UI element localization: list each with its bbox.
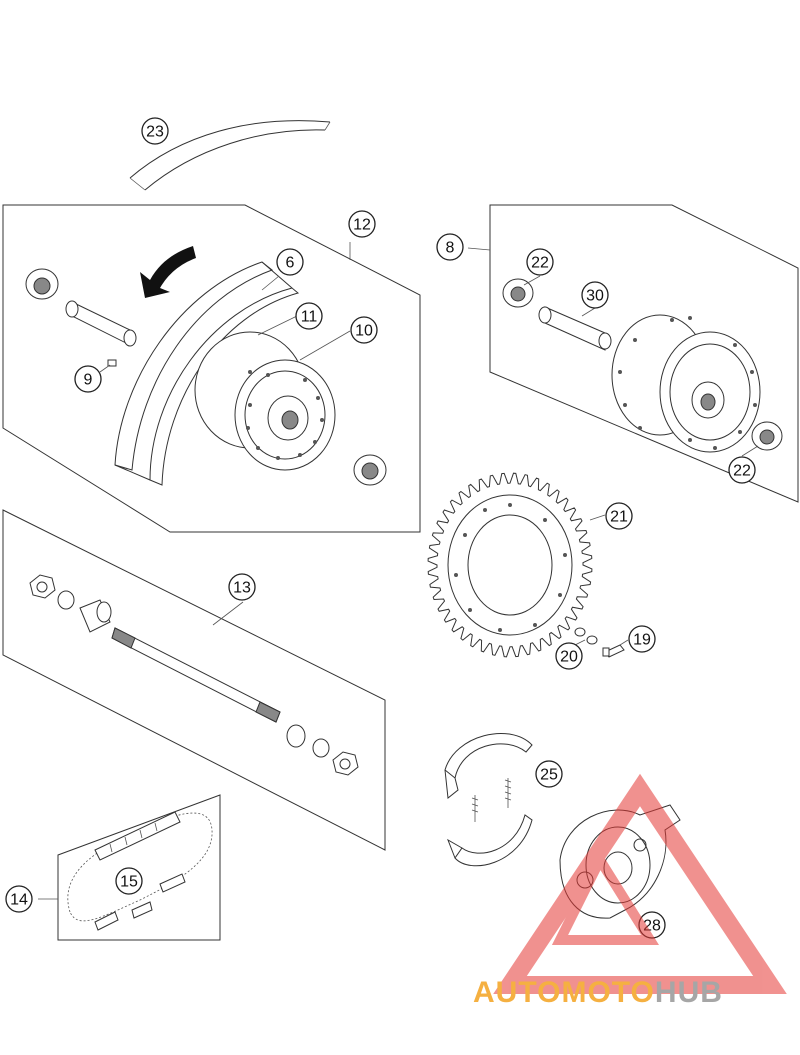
callout-circle [348, 210, 376, 238]
callout-21: 21 [605, 502, 633, 530]
automotohub-watermark: AUTOMOTOHUB [473, 773, 787, 1009]
callout-circle [295, 302, 323, 330]
callout-14: 14 [5, 885, 33, 913]
callout-number: 12 [353, 217, 371, 234]
callout-30: 30 [581, 281, 609, 309]
callout-25: 25 [535, 760, 563, 788]
callout-20: 20 [555, 642, 583, 670]
warning-triangle-logo [493, 773, 787, 994]
rear-hub-group [467, 204, 799, 503]
callout-15: 15 [115, 867, 143, 895]
washer-part [312, 738, 330, 758]
callout-number: 22 [733, 463, 751, 480]
callout-number: 19 [633, 632, 651, 649]
callout-circle [628, 625, 656, 653]
callout-number: 15 [120, 874, 138, 891]
callout-10: 10 [350, 316, 378, 344]
callout-11: 11 [295, 302, 323, 330]
callout-8: 8 [436, 233, 464, 261]
chain-strip-part [94, 811, 181, 861]
axle-nut-part [332, 751, 359, 776]
bearing-part [25, 268, 59, 300]
sprocket-part [427, 472, 606, 658]
callout-22: 22 [728, 456, 756, 484]
watermark-text-part1: AUTOMOTO [473, 976, 655, 1009]
washer-part [57, 590, 75, 610]
callout-number: 8 [446, 240, 455, 257]
callout-23: 23 [141, 117, 169, 145]
chain-link-part [94, 873, 186, 931]
callout-circle [74, 365, 102, 393]
front-wheel-group [2, 204, 421, 533]
callout-22: 22 [526, 248, 554, 276]
watermark-text-part2: HUB [655, 976, 723, 1009]
callout-number: 9 [84, 372, 93, 389]
callout-number: 11 [301, 309, 318, 326]
axle-spacer-part [286, 724, 306, 748]
rim-band-part [129, 120, 331, 191]
callout-circle [141, 117, 169, 145]
callout-number: 22 [531, 255, 549, 272]
callout-number: 14 [10, 892, 28, 909]
bearing-part [502, 278, 534, 308]
front-hub-part [194, 331, 336, 471]
callout-circle [5, 885, 33, 913]
callout-number: 13 [233, 580, 251, 597]
axle-spacer-part [79, 599, 112, 633]
spacer-tube-part [65, 300, 137, 347]
callout-12: 12 [348, 210, 376, 238]
bearing-part [751, 421, 783, 451]
screw-part [107, 359, 117, 367]
callout-circle [555, 642, 583, 670]
callout-circle [115, 867, 143, 895]
callout-number: 20 [560, 649, 578, 666]
callout-circle [535, 760, 563, 788]
callout-number: 30 [586, 288, 604, 305]
callout-circle [228, 573, 256, 601]
callout-number: 23 [146, 124, 164, 141]
axle-nut-part [29, 574, 56, 599]
callout-number: 6 [286, 255, 295, 272]
brake-spring-part [471, 778, 512, 822]
callout-circle [605, 502, 633, 530]
brake-shoe-part [444, 732, 533, 867]
rear-hub-part [611, 314, 761, 453]
callout-circle [526, 248, 554, 276]
callout-circle [350, 316, 378, 344]
callout-number: 21 [610, 509, 628, 526]
sprocket-nut-part [574, 627, 598, 645]
sprocket-bolt-part [602, 644, 625, 658]
callout-13: 13 [228, 573, 256, 601]
callout-circle [581, 281, 609, 309]
callout-circle [276, 248, 304, 276]
rim-part [114, 261, 300, 486]
bearing-part [353, 454, 387, 486]
callout-9: 9 [74, 365, 102, 393]
callout-19: 19 [628, 625, 656, 653]
svg-text:AUTOMOTOHUB: AUTOMOTOHUB [473, 976, 723, 1009]
rotation-arrow [140, 246, 196, 298]
callout-number: 25 [540, 767, 558, 784]
callout-circle [728, 456, 756, 484]
chain-group [38, 794, 221, 941]
callout-number: 10 [355, 323, 373, 340]
spacer-tube-part [538, 306, 612, 351]
axle-group [2, 509, 386, 851]
axle-shaft-part [111, 627, 281, 723]
callout-circle [436, 233, 464, 261]
callout-6: 6 [276, 248, 304, 276]
